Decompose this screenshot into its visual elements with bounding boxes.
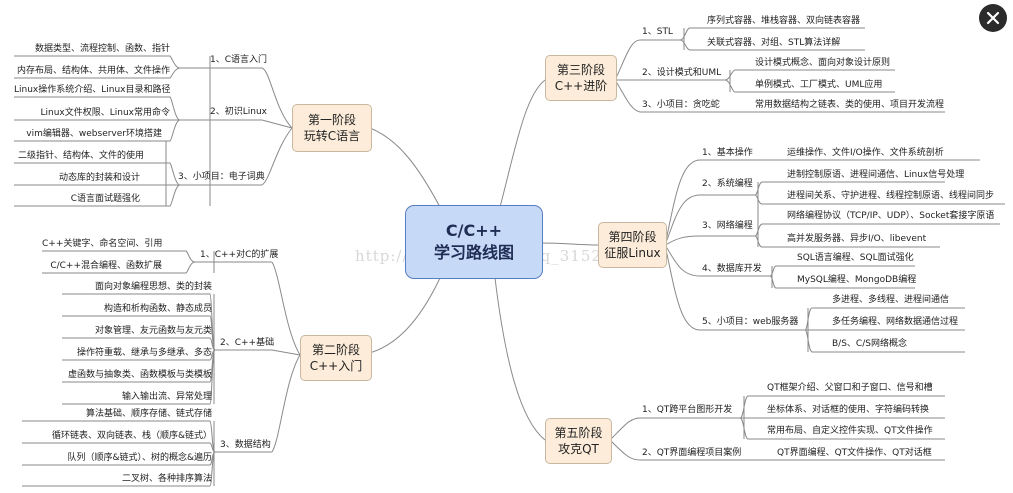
stage-node-3: 第三阶段 C++进阶	[545, 55, 617, 101]
connector-center-s1	[369, 127, 441, 208]
stage-3-label-line1: 第三阶段	[556, 63, 605, 77]
s5-item: 常用布局、自定义控件实现、QT文件操作	[767, 426, 933, 436]
s2-item: 循环链表、双向链表、栈（顺序&链式）	[51, 431, 212, 441]
stage-4-label-line1: 第四阶段	[608, 230, 657, 244]
s4-item: 进程间关系、守护进程、线程控制原语、线程间同步	[787, 191, 995, 201]
stage-4-label-line2: 征服Linux	[604, 246, 661, 260]
s1-topic: 3、小项目：电子词典	[178, 172, 265, 182]
stage-5-label-line2: 攻克QT	[558, 442, 599, 456]
s2-item: 输入输出流、异常处理	[121, 392, 212, 402]
connector-center-s3	[499, 79, 546, 208]
stage-node-2: 第二阶段 C++入门	[300, 335, 372, 381]
center-title-line1: C/C++	[445, 221, 503, 240]
close-icon	[986, 11, 1000, 25]
s1-topic: 1、C语言入门	[210, 55, 268, 65]
center-node: C/C++ 学习路线图	[405, 205, 543, 279]
s4-item: MySQL编程、MongoDB编程	[797, 275, 917, 285]
s1-item: vim编辑器、webserver环境搭建	[26, 129, 162, 139]
s4-item: SQL语言编程、SQL面试强化	[797, 253, 914, 263]
s2-item: 虚函数与抽象类、函数模板与类模板	[67, 370, 212, 380]
connector-center-s2	[359, 277, 441, 356]
stage-3-label-line2: C++进阶	[554, 79, 608, 93]
connector-center-s5	[494, 277, 546, 441]
s4-item: 进制控制原语、进程间通信、Linux信号处理	[787, 170, 965, 180]
stage-node-4: 第四阶段 征服Linux	[598, 222, 667, 268]
s4-topic: 1、基本操作	[702, 148, 753, 158]
s3-topic: 3、小项目：贪吃蛇	[642, 100, 720, 110]
s3-item: 序列式容器、堆栈容器、双向链表容器	[707, 16, 861, 26]
s4-topic: 2、系统编程	[702, 179, 753, 189]
s5-item: QT界面编程、QT文件操作、QT对话框	[777, 448, 932, 458]
s5-topic: 1、QT跨平台图形开发	[642, 405, 733, 415]
s2-item: 对象管理、友元函数与友元类	[94, 326, 212, 336]
s4-topic: 3、网络编程	[702, 221, 753, 231]
s4-item: 高并发服务器、异步I/O、libevent	[787, 234, 927, 244]
s4-topic: 5、小项目：web服务器	[702, 317, 799, 327]
s2-item: 算法基础、顺序存储、链式存储	[85, 409, 212, 419]
s1-item: C语言面试题强化	[70, 194, 140, 204]
s2-item: 队列（顺序&链式）、树的概念&遍历	[67, 453, 212, 463]
s1-topic: 2、初识Linux	[210, 107, 267, 117]
s3-topic: 1、STL	[642, 27, 673, 37]
s5-item: 坐标体系、对话框的使用、字符编码转换	[767, 405, 930, 415]
s1-item: 内存布局、结构体、共用体、文件操作	[16, 66, 170, 76]
connector-center-s4	[540, 242, 599, 246]
s4-item: 多进程、多线程、进程间通信	[832, 295, 950, 305]
s2-item: C/C++混合编程、函数扩展	[50, 261, 162, 271]
s5-topic: 2、QT界面编程项目案例	[642, 448, 742, 458]
s3-topic: 2、设计模式和UML	[642, 68, 722, 78]
s1-item: Linux操作系统介绍、Linux目录和路径	[14, 85, 171, 95]
s2-item: 面向对象编程思想、类的封装	[94, 282, 212, 292]
s2-topic: 2、C++基础	[220, 338, 275, 348]
s4-item: B/S、C/S网络概念	[832, 339, 907, 349]
s2-item: C++关键字、命名空间、引用	[42, 239, 163, 249]
stage-node-1: 第一阶段 玩转C语言	[292, 104, 372, 152]
center-title-line2: 学习路线图	[433, 243, 514, 262]
s4-item: 多任务编程、网络数据通信过程	[832, 317, 959, 327]
s2-item: 二叉树、各种排序算法	[121, 474, 212, 484]
stage-node-5: 第五阶段 攻克QT	[545, 418, 612, 464]
s3-item: 设计模式概念、面向对象设计原则	[755, 58, 891, 68]
s2-topic: 3、数据结构	[220, 440, 271, 450]
s2-item: 构造和析构函数、静态成员	[103, 304, 212, 314]
close-button[interactable]	[979, 4, 1007, 32]
s3-item: 单例模式、工厂模式、UML应用	[755, 80, 883, 90]
s5-item: QT框架介绍、父窗口和子窗口、信号和槽	[767, 383, 933, 393]
s4-item: 网络编程协议（TCP/IP、UDP）、Socket套接字原语	[787, 211, 995, 221]
s4-topic: 4、数据库开发	[702, 264, 762, 274]
stage-1-label-line1: 第一阶段	[307, 113, 356, 127]
s1-item: Linux文件权限、Linux常用命令	[40, 108, 171, 118]
s2-item: 操作符重载、继承与多继承、多态	[76, 348, 212, 358]
s1-item: 动态库的封装和设计	[58, 173, 140, 183]
stage-1-label-line2: 玩转C语言	[303, 129, 361, 143]
stage-5-label-line1: 第五阶段	[554, 426, 603, 440]
stage-2-label-line1: 第二阶段	[311, 343, 360, 357]
s3-item: 常用数据结构之链表、类的使用、项目开发流程	[755, 100, 945, 110]
s2-topic: 1、C++对C的扩展	[200, 250, 279, 260]
s3-item: 关联式容器、对组、STL算法详解	[707, 38, 841, 48]
s1-item: 数据类型、流程控制、函数、指针	[34, 44, 170, 54]
s4-item: 运维操作、文件I/O操作、文件系统剖析	[787, 148, 944, 158]
stage-2-label-line2: C++入门	[309, 359, 363, 373]
s1-item: 二级指针、结构体、文件的使用	[17, 151, 144, 161]
